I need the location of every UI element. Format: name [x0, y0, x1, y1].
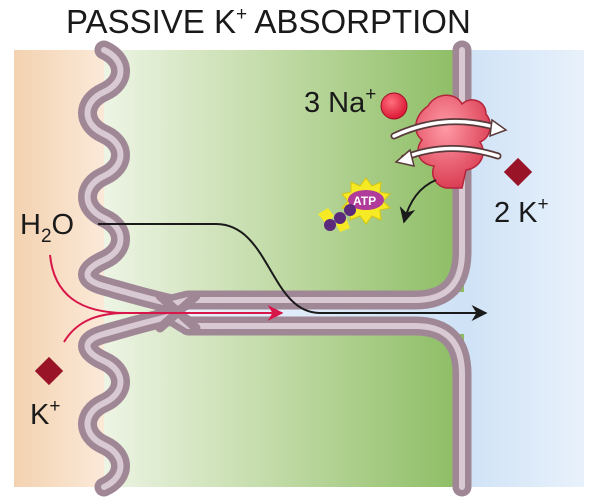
- water-flow-arrow: [98, 223, 488, 321]
- pump-body: [415, 94, 492, 189]
- pump-to-atp-arrow: [399, 179, 437, 224]
- potassium-interstitial-label: 2 K+: [494, 194, 549, 229]
- atp-molecule: ATP: [318, 177, 392, 232]
- diagram-title: PASSIVE K+ ABSORPTION: [66, 3, 471, 40]
- sodium-label: 3 Na+: [304, 84, 376, 119]
- phosphate-chain: [318, 204, 356, 232]
- potassium-lumen-label: K+: [30, 396, 60, 431]
- water-label: H2O: [20, 209, 74, 247]
- na-k-atpase-pump: [390, 94, 508, 224]
- cell-region: [104, 50, 464, 487]
- atp-label: ATP: [353, 194, 376, 208]
- solvent-drag-arrow-lower: [63, 312, 127, 343]
- solvent-drag-arrow-upper: [49, 254, 127, 314]
- atp-badge: [348, 190, 384, 210]
- sodium-ion: [380, 92, 408, 120]
